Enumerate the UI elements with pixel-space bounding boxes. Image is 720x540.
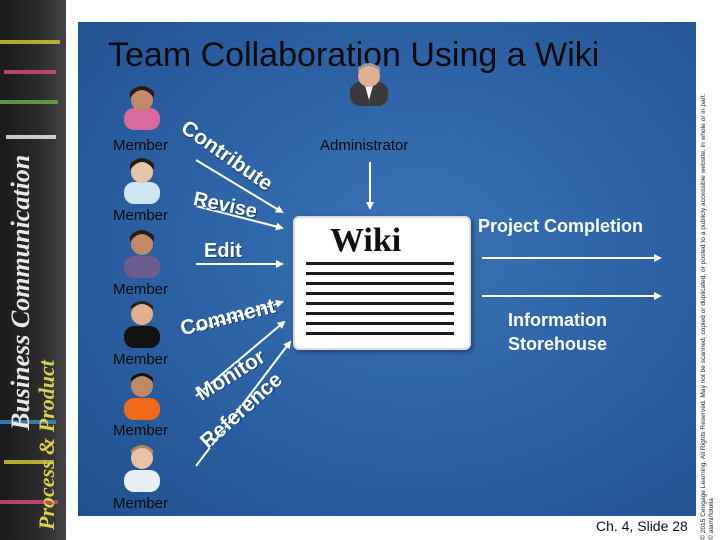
- verb-edit: Edit: [204, 240, 242, 262]
- slide-title: Team Collaboration Using a Wiki: [108, 36, 600, 74]
- doc-line: [306, 292, 454, 295]
- decor-stripe: [6, 135, 56, 139]
- member-label-1: Member: [113, 137, 169, 154]
- doc-line: [306, 262, 454, 265]
- doc-line: [306, 282, 454, 285]
- member-label-4: Member: [113, 351, 169, 368]
- member-avatar-3-icon: [124, 230, 160, 278]
- doc-line: [306, 312, 454, 315]
- administrator-label: Administrator: [320, 137, 409, 154]
- photo-credit: © alami/fotolia: [708, 498, 715, 540]
- slide-number: Ch. 4, Slide 28: [596, 518, 688, 534]
- member-label-5: Member: [113, 422, 169, 439]
- decor-stripe: [4, 460, 54, 464]
- member-label-2: Member: [113, 207, 169, 224]
- member-avatar-4-icon: [124, 301, 160, 348]
- member-label-6: Member: [113, 495, 169, 512]
- decor-stripe: [0, 100, 58, 104]
- output-project-completion: Project Completion: [478, 216, 644, 236]
- decor-stripe: [4, 70, 56, 74]
- copyright-text: © 2015 Cengage Learning. All Rights Rese…: [700, 93, 707, 540]
- doc-line: [306, 332, 454, 335]
- wiki-title: Wiki: [330, 222, 402, 259]
- member-avatar-2-icon: [124, 158, 160, 204]
- arrow-contribute: [195, 159, 284, 214]
- arrow-comment: [195, 300, 284, 331]
- copyright-notice: © 2015 Cengage Learning. All Rights Rese…: [700, 0, 716, 540]
- decorative-book-strip: Business Communication Process & Product: [0, 0, 66, 540]
- decor-stripe: [0, 420, 56, 424]
- decor-stripe: [0, 40, 60, 44]
- member-avatar-1-icon: [124, 86, 160, 130]
- doc-line: [306, 272, 454, 275]
- doc-line: [306, 302, 454, 305]
- member-avatar-6-icon: [124, 445, 160, 492]
- administrator-avatar-icon: [350, 63, 388, 106]
- arrow-revise: [195, 205, 284, 231]
- decor-stripe: [0, 500, 58, 504]
- arrow-monitor: [195, 320, 286, 397]
- member-label-3: Member: [113, 281, 169, 298]
- member-avatar-5-icon: [124, 373, 160, 420]
- output-information-storehouse: Information Storehouse: [508, 310, 608, 354]
- doc-line: [306, 322, 454, 325]
- arrow-reference: [195, 340, 292, 467]
